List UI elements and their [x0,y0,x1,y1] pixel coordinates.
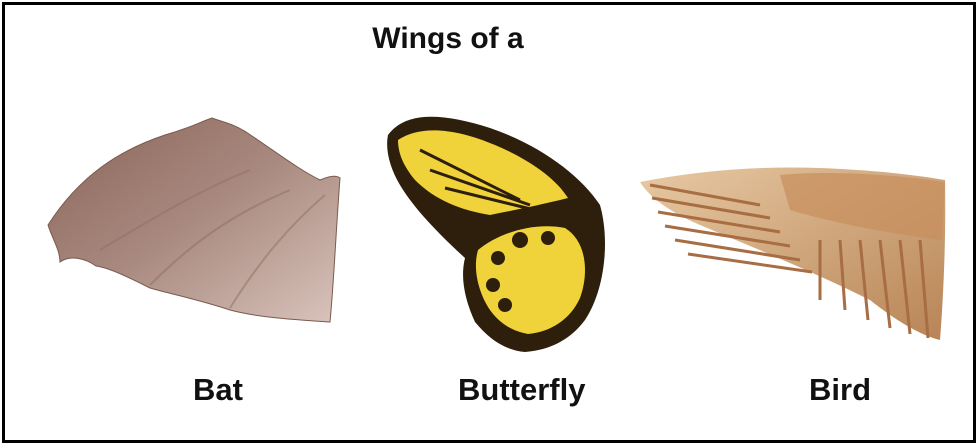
butterfly-wing-image [387,117,605,352]
butterfly-label: Butterfly [458,372,585,408]
bird-wing-image [640,168,945,340]
bat-wing-image [48,118,340,322]
bat-label: Bat [193,372,243,408]
bird-label: Bird [809,372,871,408]
